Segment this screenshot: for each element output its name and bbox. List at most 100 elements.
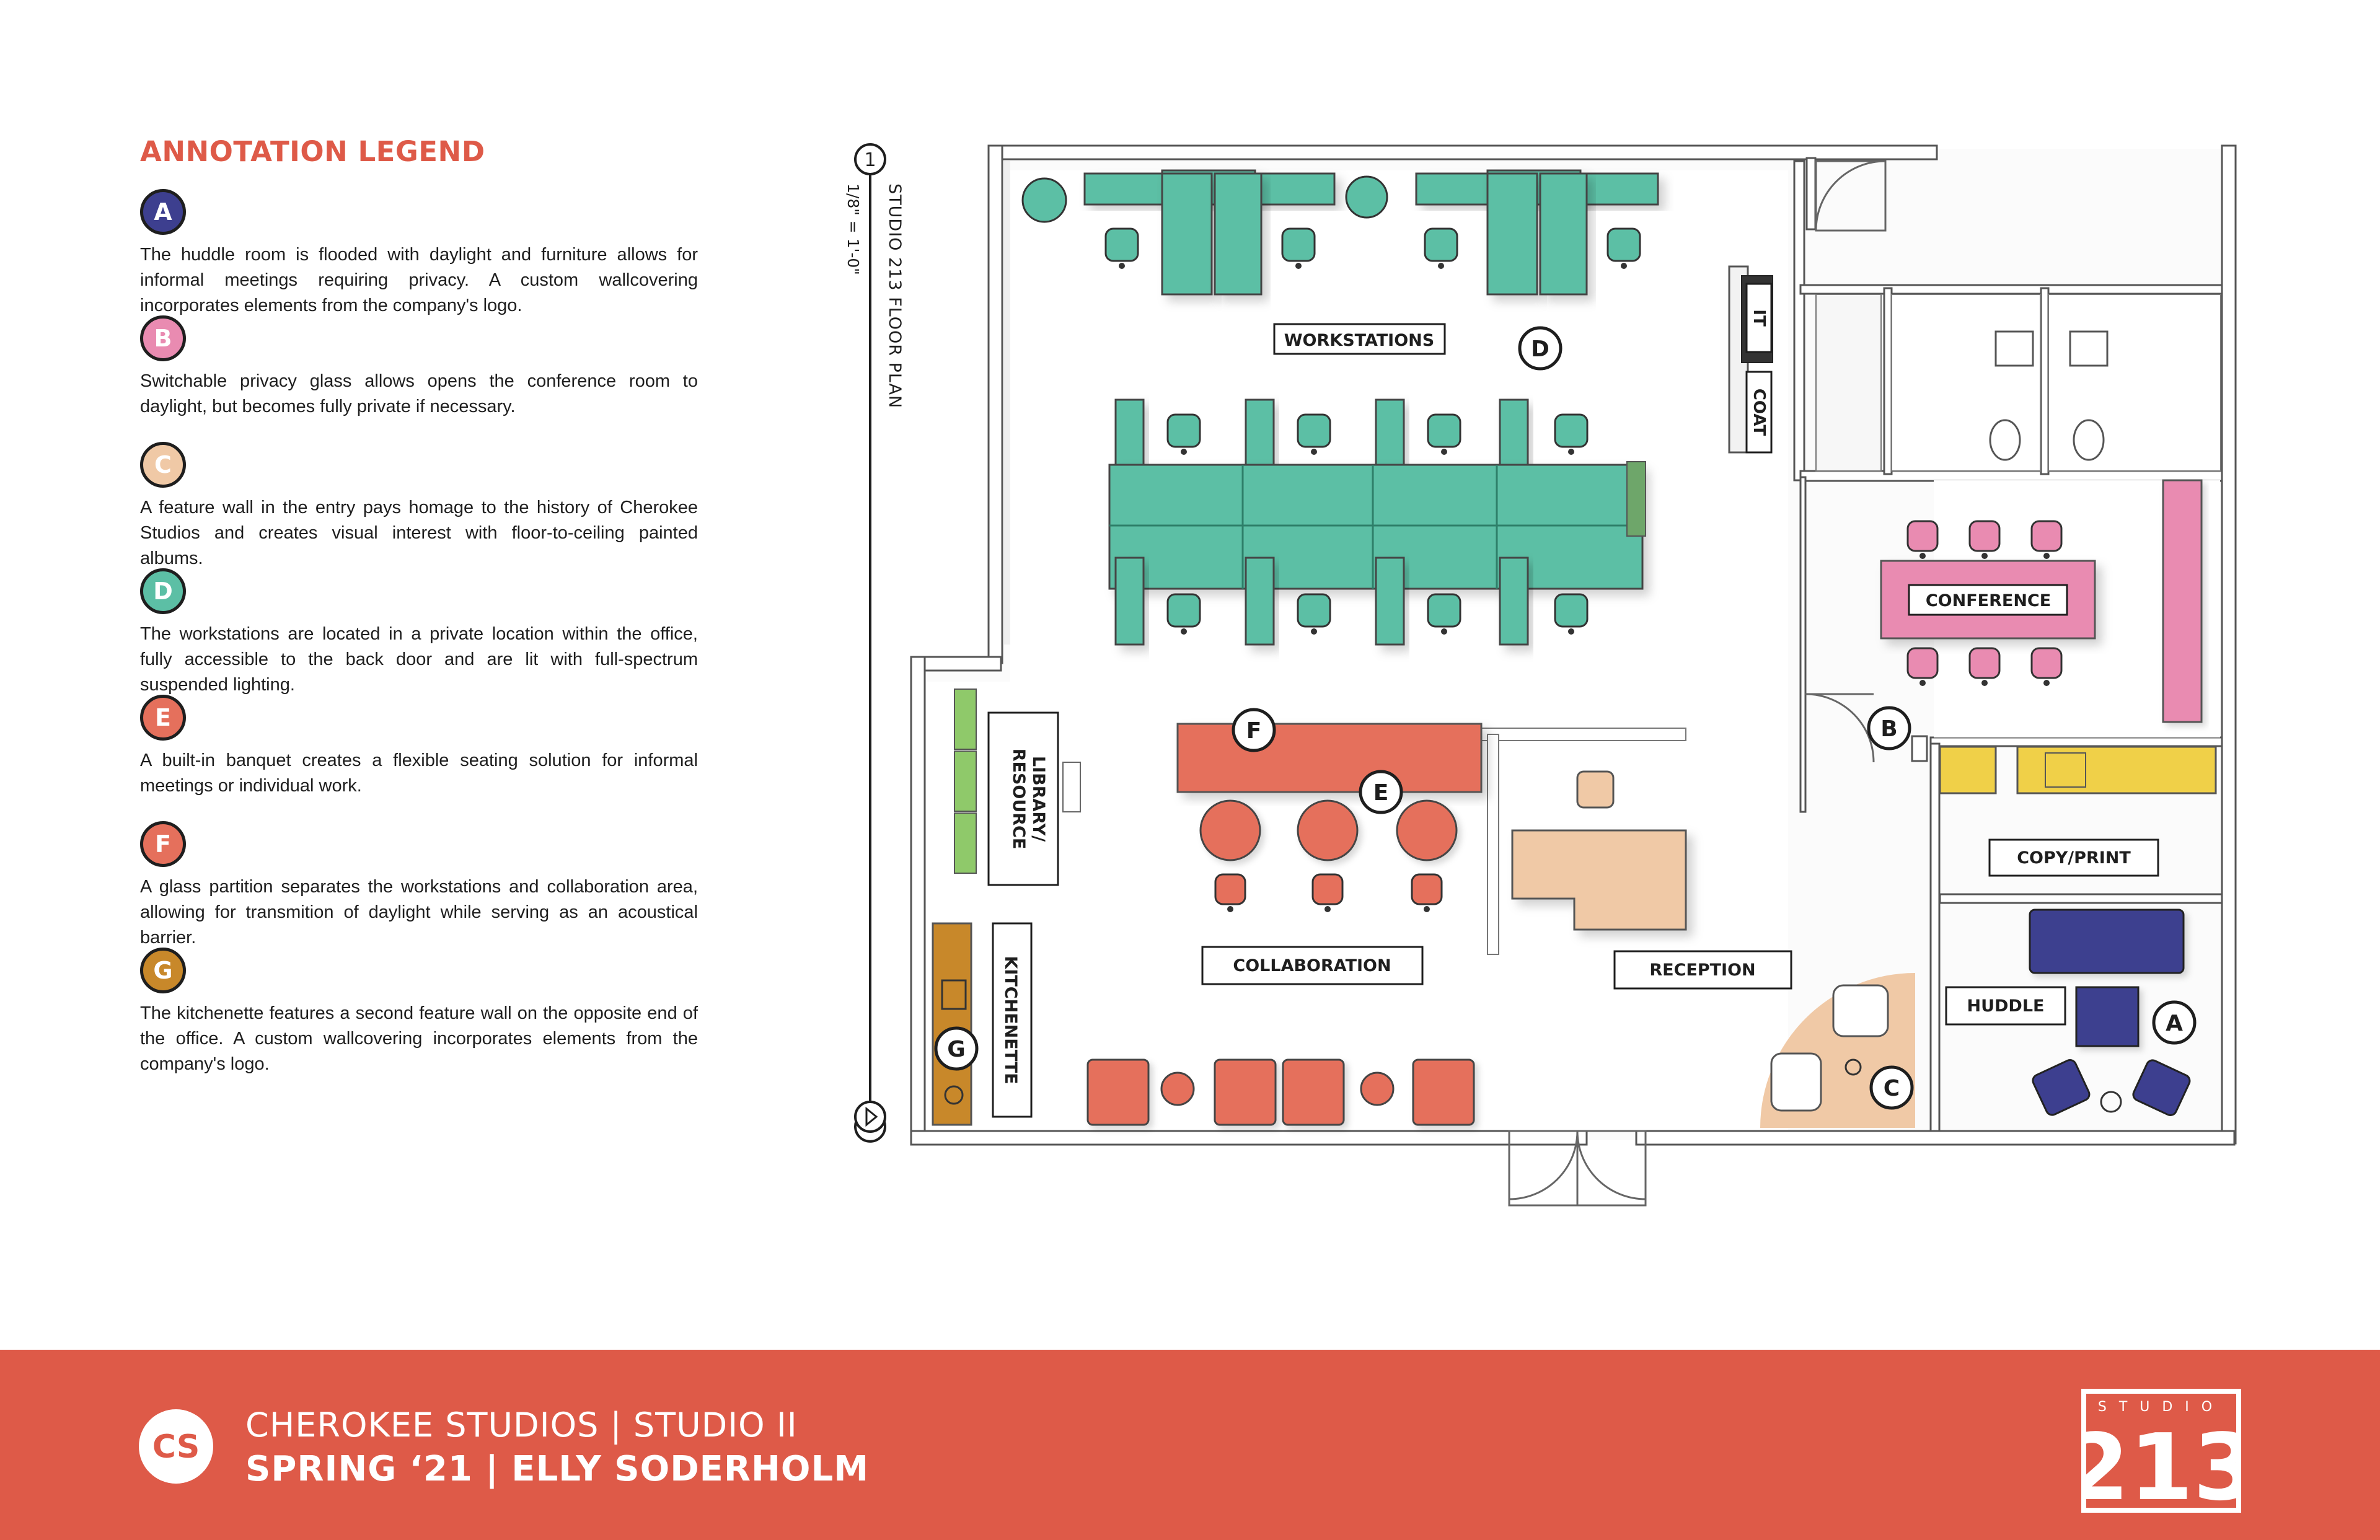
workstation-chair-8-base bbox=[1568, 449, 1574, 455]
conference-chair-3-base bbox=[2043, 553, 2050, 559]
brand-number: 213 bbox=[2081, 1414, 2241, 1513]
callout-c: C bbox=[1869, 1065, 1914, 1110]
huddle-room: HUDDLE bbox=[1945, 909, 2191, 1116]
callout-d-letter: D bbox=[1531, 337, 1549, 362]
workstation-chair-4 bbox=[1606, 227, 1641, 262]
conference-chair-1-base bbox=[1919, 553, 1926, 559]
footer-band: CS CHEROKEE STUDIOS | STUDIO II SPRING ‘… bbox=[0, 1350, 2380, 1540]
wall-restroom-1 bbox=[1883, 287, 1893, 475]
legend-description: A feature wall in the entry pays homage … bbox=[140, 498, 698, 568]
copy-counter-1 bbox=[1939, 746, 1997, 794]
conference-chair-5-base bbox=[1981, 680, 1988, 686]
entry-door-right-swing bbox=[1576, 1130, 1646, 1200]
it-label: IT bbox=[1750, 309, 1768, 327]
library-shelf-1 bbox=[954, 689, 977, 750]
wall-copy-west bbox=[1929, 742, 1941, 1132]
library-shelf-3 bbox=[954, 812, 977, 874]
copy-print-label: COPY/PRINT bbox=[2017, 848, 2131, 868]
entry-doors[interactable] bbox=[1508, 1130, 1647, 1207]
kitchenette-label-box bbox=[992, 922, 1033, 1118]
east-wall bbox=[2221, 144, 2237, 1145]
floor-plan: 1 STUDIO 213 FLOOR PLAN 1/8" = 1'-0" bbox=[831, 124, 2256, 1215]
copy-counter-2 bbox=[2016, 746, 2217, 794]
plan-end-arrow-icon bbox=[865, 1106, 878, 1127]
callout-e-letter: E bbox=[1373, 780, 1389, 806]
wall-copy-south bbox=[1939, 893, 2223, 904]
entry-door-right[interactable] bbox=[1576, 1130, 1647, 1207]
conference-label-box bbox=[1908, 584, 2068, 616]
callout-markers: A B C D E F G bbox=[934, 326, 2197, 1110]
lounge-chair-1 bbox=[1086, 1058, 1150, 1126]
back-door[interactable] bbox=[1815, 160, 1887, 232]
wall-stub bbox=[1911, 735, 1928, 762]
west-wall-upper bbox=[987, 144, 1003, 664]
interior-walls bbox=[1728, 157, 2223, 1132]
reception-chair bbox=[1576, 770, 1615, 809]
legend-description: The workstations are located in a privat… bbox=[140, 624, 698, 695]
legend-badge-b: B bbox=[140, 315, 186, 361]
callout-d: D bbox=[1518, 326, 1562, 371]
collab-stool-1-base bbox=[1227, 906, 1233, 912]
callout-f-letter: F bbox=[1246, 718, 1262, 744]
workstation-desk-17 bbox=[1245, 557, 1275, 646]
floor-plan-drawing: 1 STUDIO 213 FLOOR PLAN 1/8" = 1'-0" bbox=[844, 143, 2237, 1207]
callout-b: B bbox=[1867, 706, 1911, 750]
legend-description: The kitchenette features a second featur… bbox=[140, 1003, 698, 1074]
callout-e: E bbox=[1359, 770, 1403, 814]
lounge-chair-ws-2 bbox=[1345, 175, 1388, 219]
wall-back-door bbox=[1805, 157, 1817, 231]
studio-213-brand-icon: STUDIO 213 bbox=[2081, 1389, 2241, 1513]
exterior-walls bbox=[910, 144, 2237, 1146]
legend-badge-e: E bbox=[140, 695, 186, 741]
legend-title: ANNOTATION LEGEND bbox=[140, 135, 485, 168]
collab-stool-3-base bbox=[1424, 906, 1430, 912]
huddle-ottoman bbox=[2075, 986, 2140, 1047]
workstation-chair-1 bbox=[1104, 227, 1139, 262]
workstation-desk-9 bbox=[1486, 172, 1538, 296]
workstation-desk-18 bbox=[1375, 557, 1405, 646]
workstation-desk-5 bbox=[1214, 172, 1263, 296]
legend-item-e: E A built-in banquet creates a flexible s… bbox=[140, 695, 698, 821]
round-table-2 bbox=[1297, 799, 1359, 861]
plan-marker-circle bbox=[854, 143, 886, 175]
workstations-label: WORKSTATIONS bbox=[1284, 331, 1434, 350]
printer-icon bbox=[2045, 752, 2086, 788]
workstation-chair-12 bbox=[1554, 593, 1589, 628]
legend-description: A built-in banquet creates a flexible se… bbox=[140, 750, 698, 796]
lounge-chair-4 bbox=[1412, 1058, 1475, 1126]
wall-restrooms-south bbox=[1799, 470, 2223, 482]
collaboration-tables bbox=[1199, 799, 1458, 912]
collab-stool-3 bbox=[1411, 873, 1443, 905]
huddle-side-table bbox=[2100, 1091, 2122, 1113]
reception-desk bbox=[1511, 829, 1687, 931]
restroom-vestibule bbox=[1815, 294, 1882, 472]
workstation-chair-9-base bbox=[1181, 628, 1187, 635]
plan-title-block: 1 STUDIO 213 FLOOR PLAN 1/8" = 1'-0" bbox=[844, 143, 904, 1143]
legend-badge-g: G bbox=[140, 948, 186, 993]
workstation-chair-6-base bbox=[1311, 449, 1317, 455]
callout-f: F bbox=[1232, 708, 1276, 752]
side-table bbox=[1844, 1058, 1862, 1076]
workstation-chair-2 bbox=[1281, 227, 1316, 262]
west-wall-lower bbox=[910, 656, 926, 1145]
workstation-chair-3 bbox=[1424, 227, 1458, 262]
workstation-chair-11 bbox=[1427, 593, 1461, 628]
kitchenette-counter bbox=[932, 922, 972, 1126]
workstation-desk-4 bbox=[1161, 172, 1213, 296]
huddle-chair-1 bbox=[2032, 1059, 2091, 1116]
workstation-chair-11-base bbox=[1441, 628, 1447, 635]
back-door-swing bbox=[1815, 160, 1886, 231]
back-door-leaf[interactable] bbox=[1815, 160, 1887, 232]
brand-top-text: STUDIO bbox=[2098, 1399, 2224, 1415]
lounge-chairs bbox=[1086, 1058, 1475, 1126]
legend-badge-d: D bbox=[140, 568, 186, 614]
entry-door-left-swing bbox=[1509, 1130, 1579, 1200]
workstation-desk-16 bbox=[1114, 557, 1145, 646]
callout-g-letter: G bbox=[947, 1037, 966, 1062]
conference-label: CONFERENCE bbox=[1926, 591, 2051, 610]
legend-badge-a: A bbox=[140, 189, 186, 235]
